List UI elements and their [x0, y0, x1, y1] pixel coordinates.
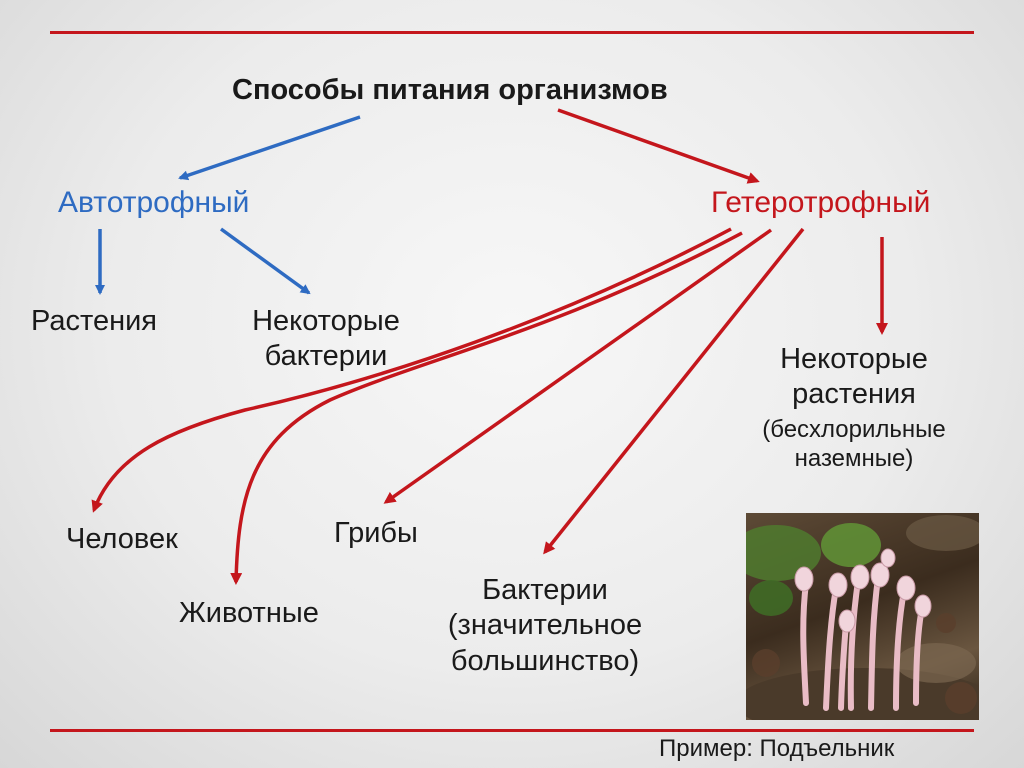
- bacteria-line-3: большинство): [450, 644, 640, 677]
- arrow-hetero-to-animals: [230, 231, 743, 585]
- hetero-arrows: [91, 108, 888, 585]
- monotropa-photo: [746, 513, 979, 720]
- hetero-plants-line-1: Некоторые: [780, 343, 928, 375]
- arrow-hetero-to-fungi: [383, 228, 773, 504]
- heterotrophic-label: Гетеротрофный: [711, 186, 931, 219]
- diagram-title: Способы питания организмов: [232, 74, 668, 106]
- arrow-title-to-auto: [178, 115, 361, 181]
- bacteria-majority-label: Бактерии (значительное большинство): [428, 573, 662, 679]
- some-bacteria-label: Некоторые бактерии: [240, 304, 412, 375]
- bacteria-line-2: (значительное: [447, 609, 643, 642]
- arrow-hetero-to-bacteria: [543, 227, 805, 555]
- some-bacteria-line-2: бактерии: [264, 340, 388, 373]
- fungi-label: Грибы: [334, 517, 418, 549]
- hetero-plants-line-3: (бесхлорильные: [762, 415, 946, 443]
- plants-label: Растения: [31, 305, 158, 337]
- hetero-plants-line-2: растения: [792, 378, 916, 411]
- arrow-auto-to-bacteria: [219, 227, 311, 295]
- human-label: Человек: [66, 523, 178, 555]
- example-caption: Пример: Подъельник: [659, 735, 895, 762]
- hetero-plants-line-4: наземные): [794, 445, 914, 473]
- arrow-hetero-to-human: [91, 227, 732, 513]
- autotrophic-label: Автотрофный: [58, 186, 250, 219]
- bottom-rule: [50, 729, 974, 732]
- animals-label: Животные: [179, 597, 319, 629]
- arrow-title-to-hetero: [557, 108, 760, 184]
- hetero-plants-label: Некоторые растения (бесхлорильные наземн…: [736, 342, 972, 473]
- some-bacteria-line-1: Некоторые: [252, 305, 400, 337]
- bacteria-line-1: Бактерии: [482, 574, 608, 606]
- monotropa-illustration: [746, 515, 979, 720]
- auto-arrows: [95, 115, 361, 295]
- top-rule: [50, 31, 974, 34]
